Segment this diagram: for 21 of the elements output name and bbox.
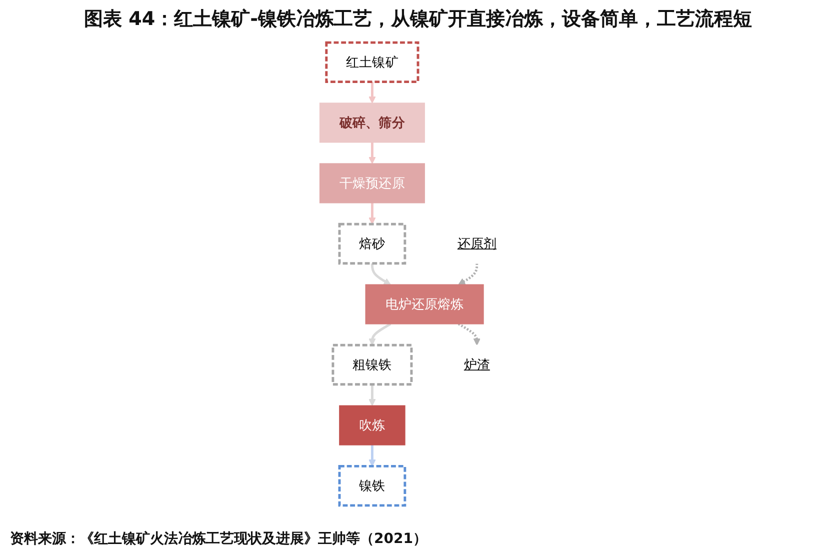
arrow [370, 263, 391, 285]
node-box: 镍铁 [338, 464, 406, 507]
arrow [458, 263, 478, 285]
arrow [368, 444, 376, 467]
node-box: 吹炼 [339, 405, 406, 446]
arrow [368, 142, 376, 164]
node-box: 干燥预还原 [319, 163, 425, 204]
node-box: 粗镍铁 [332, 344, 413, 386]
source-caption: 资料来源：《红土镍矿火法冶炼工艺现状及进展》王帅等（2021） [10, 530, 427, 548]
node-text: 还原剂 [457, 236, 497, 252]
title: 图表 44：红土镍矿-镍铁冶炼工艺，从镍矿开直接冶炼，设备简单，工艺流程短 [83, 7, 753, 32]
node-text: 炉渣 [464, 356, 490, 372]
node-box: 破碎、筛分 [319, 102, 425, 143]
arrow [368, 322, 392, 346]
node-box: 焙砂 [338, 222, 406, 265]
node-box: 电炉还原熔炼 [365, 284, 484, 324]
arrow [458, 322, 480, 346]
arrow [368, 202, 376, 224]
arrow [368, 82, 376, 104]
node-box: 红土镍矿 [325, 41, 420, 84]
arrow [368, 384, 376, 406]
